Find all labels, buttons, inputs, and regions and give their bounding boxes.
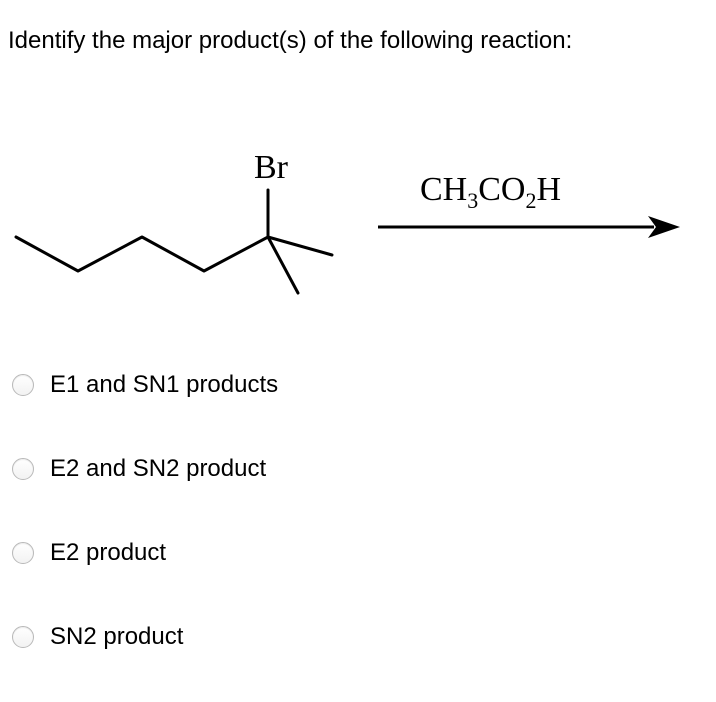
option-label: E2 and SN2 product — [50, 455, 267, 482]
methyl-bond-down — [266, 235, 300, 295]
reagent-subscript-2: 2 — [525, 188, 536, 213]
radio-button[interactable] — [12, 374, 34, 396]
reagent-part-co: CO — [478, 171, 525, 208]
option-label: E2 product — [50, 539, 167, 566]
option-e1-sn1[interactable]: E1 and SN1 products — [12, 368, 278, 402]
option-e2[interactable]: E2 product — [12, 536, 166, 570]
option-label: E1 and SN1 products — [50, 371, 279, 398]
radio-button[interactable] — [12, 458, 34, 480]
reagent-part-h: H — [536, 171, 561, 208]
radio-button[interactable] — [12, 542, 34, 564]
substrate-structure — [14, 188, 334, 295]
radio-button[interactable] — [12, 626, 34, 648]
option-label: SN2 product — [50, 623, 184, 650]
bromine-label: Br — [254, 149, 289, 186]
carbon-chain-bonds — [14, 235, 270, 273]
reagent-part-ch: CH — [420, 171, 467, 208]
reaction-arrow-icon — [378, 216, 680, 238]
reagent-subscript-3: 3 — [467, 188, 478, 213]
methyl-bond-right — [266, 235, 334, 257]
reaction-scheme: Br CH3CO2H — [14, 149, 680, 295]
option-e2-sn2[interactable]: E2 and SN2 product — [12, 452, 266, 486]
question-text: Identify the major product(s) of the fol… — [8, 27, 573, 54]
option-sn2[interactable]: SN2 product — [12, 620, 183, 654]
reagent-label: CH3CO2H — [420, 171, 561, 213]
